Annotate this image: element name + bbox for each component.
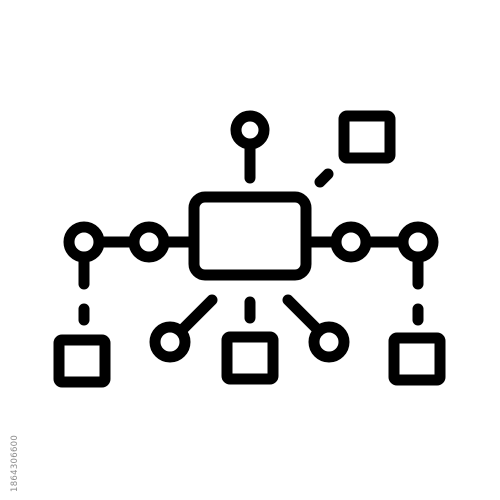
lower-right-circle-node [308,321,350,363]
bottom-left-square-node [53,334,111,388]
top-right-dash [314,168,334,188]
image-id-text: 1864306600 [10,434,20,492]
top-right-square-node [338,110,396,164]
bottom-right-square-node [388,332,446,386]
central-node [188,191,312,281]
bottom-center-square-node [221,331,279,385]
lower-left-circle-node [149,321,191,363]
lower-right-connector [282,294,325,337]
side-id-strip: 1864306600 [0,0,20,500]
top-circle-node [230,110,270,150]
lower-left-connector [175,294,218,337]
